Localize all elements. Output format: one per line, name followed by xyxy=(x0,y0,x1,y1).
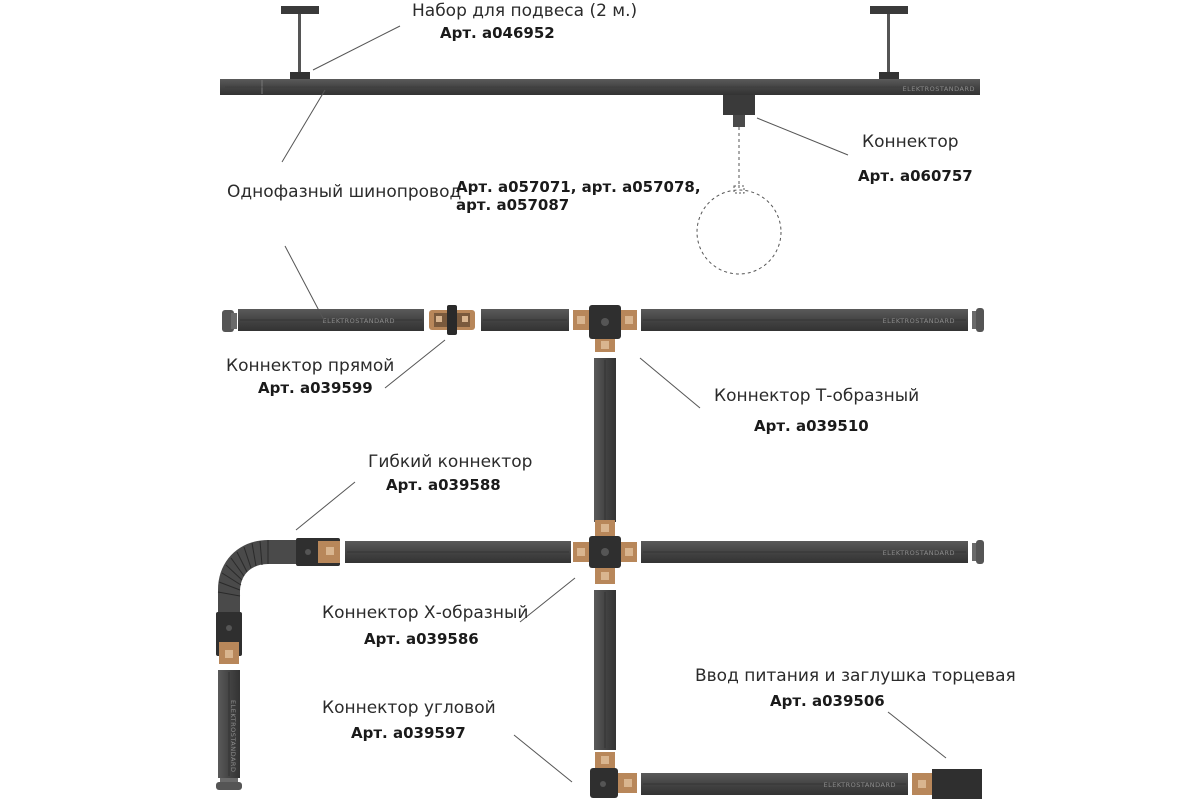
label-power-art: Арт. а039506 xyxy=(770,692,885,710)
label-angle-art: Арт. а039597 xyxy=(351,724,466,742)
label-flexible-art: Арт. а039588 xyxy=(386,476,501,494)
angle-connector xyxy=(590,752,637,798)
brand-mark-row2: ELEKTROSTANDARD xyxy=(883,549,955,557)
flexible-connector xyxy=(216,538,340,664)
label-busbar-art-2: арт. а057087 xyxy=(456,196,570,214)
leader-straight xyxy=(384,339,446,389)
end-cap-left-row1 xyxy=(222,310,237,332)
brand-mark-row1-c: ELEKTROSTANDARD xyxy=(883,317,955,325)
leader-x xyxy=(519,577,576,623)
busbar-row2-b: ELEKTROSTANDARD xyxy=(641,541,968,563)
leader-busbar-row xyxy=(284,245,326,323)
label-power-name: Ввод питания и заглушка торцевая xyxy=(695,666,1016,686)
busbar-row1-c: ELEKTROSTANDARD xyxy=(641,309,968,331)
label-t-art: Арт. а039510 xyxy=(754,417,869,435)
label-straight-art: Арт. а039599 xyxy=(258,379,373,397)
t-connector xyxy=(573,305,637,352)
busbar-row1-a: ELEKTROSTANDARD xyxy=(238,309,424,331)
brand-mark-vertical: ELEKTROSTANDARD xyxy=(229,700,237,772)
label-busbar-art-1: Арт. а057071, арт. а057078, xyxy=(456,178,701,196)
label-suspension-name: Набор для подвеса (2 м.) xyxy=(412,1,638,21)
label-suspension-art: Арт. а046952 xyxy=(440,24,555,42)
leader-connector xyxy=(756,117,849,156)
leader-lines xyxy=(281,25,947,783)
end-cap-bottom-left xyxy=(216,778,242,790)
suspension-kit-left xyxy=(281,6,319,80)
end-cap-right-row1 xyxy=(972,308,984,332)
x-connector xyxy=(573,520,637,584)
busbar-top: ELEKTROSTANDARD xyxy=(220,79,980,95)
label-angle-name: Коннектор угловой xyxy=(322,698,496,718)
suspension-kit-right xyxy=(870,6,908,80)
busbar-row1-b xyxy=(481,309,569,331)
busbar-row2-a xyxy=(345,541,571,563)
label-busbar-name: Однофазный шинопровод xyxy=(227,182,462,202)
leader-angle xyxy=(513,734,573,783)
end-cap-right-row2 xyxy=(972,540,984,564)
label-x-art: Арт. а039586 xyxy=(364,630,479,648)
label-flexible-name: Гибкий коннектор xyxy=(368,452,533,472)
power-feed xyxy=(912,769,982,799)
brand-mark-top: ELEKTROSTANDARD xyxy=(903,85,975,93)
label-connector-name: Коннектор xyxy=(862,132,959,152)
leader-busbar-top xyxy=(281,89,326,163)
busbar-vertical-upper xyxy=(594,358,616,522)
label-x-name: Коннектор Х-образный xyxy=(322,603,529,623)
label-suspension: Набор для подвеса (2 м.) xyxy=(412,0,637,22)
pendant-connector xyxy=(696,95,782,275)
busbar-vertical-lower xyxy=(594,590,616,750)
busbar-left-vertical: ELEKTROSTANDARD xyxy=(218,670,240,778)
leader-power xyxy=(887,711,947,759)
leader-flexible xyxy=(295,481,356,531)
leader-t xyxy=(639,357,701,409)
busbar-bottom: ELEKTROSTANDARD xyxy=(641,773,908,795)
label-t-name: Коннектор Т-образный xyxy=(714,386,920,406)
brand-mark-row1-a: ELEKTROSTANDARD xyxy=(323,317,395,325)
label-straight-name: Коннектор прямой xyxy=(226,356,395,376)
label-connector-art: Арт. а060757 xyxy=(858,167,973,185)
straight-connector xyxy=(429,305,475,335)
brand-mark-bottom: ELEKTROSTANDARD xyxy=(824,781,896,789)
leader-suspension xyxy=(312,25,401,71)
